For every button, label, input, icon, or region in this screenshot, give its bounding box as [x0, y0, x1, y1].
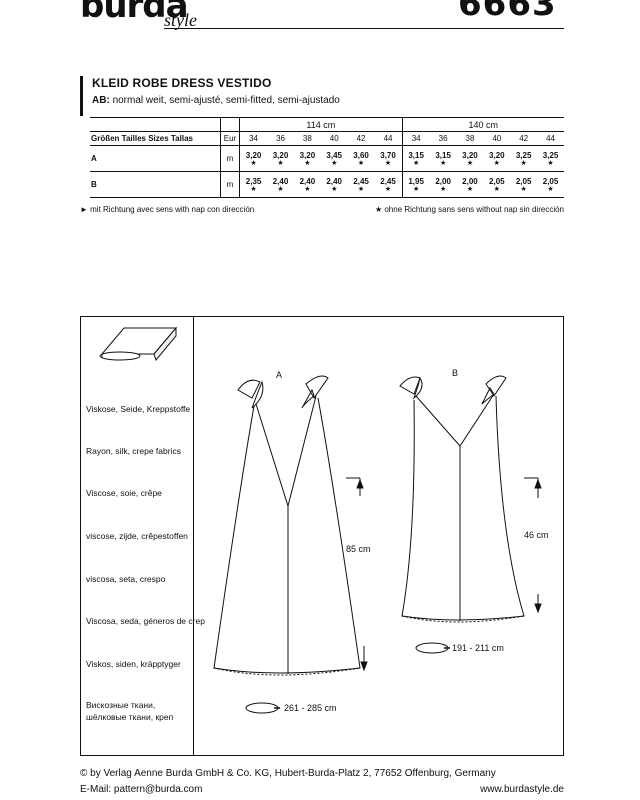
fabric-bolt-icon: [99, 326, 178, 362]
length-a: 85 cm: [346, 544, 371, 554]
header-rule: [164, 28, 564, 29]
website-link[interactable]: www.burdastyle.de: [480, 784, 564, 795]
fabric-column: [80, 316, 194, 756]
copyright-text: © by Verlag Aenne Burda GmbH & Co. KG, H…: [80, 768, 496, 779]
length-a-arrows: [346, 477, 368, 672]
pattern-number: 6663: [458, 0, 557, 24]
yardage-row-a: A m 3,20★ 3,20★ 3,20★ 3,45★ 3,60★ 3,70★ …: [90, 145, 564, 172]
brand-logo: burda: [80, 0, 189, 26]
drawing-frame: [80, 316, 564, 756]
dress-b-drawing: [399, 375, 525, 623]
size-header-row: Größen Tailles Sizes Tallas Eur 34 36 38…: [90, 131, 564, 146]
width-header-row: 114 cm 140 cm: [90, 117, 564, 132]
fit-label: AB:: [92, 95, 110, 106]
fabric-ru-1: Вискозные ткани,: [86, 700, 156, 710]
dress-a-drawing: [213, 375, 361, 676]
title-bar: [80, 76, 83, 116]
length-b-arrows: [524, 477, 542, 614]
fabric-ru-2: шёлковые ткани, креп: [86, 712, 174, 722]
legend-without-nap: ★ ohne Richtung sans sens without nap si…: [374, 205, 564, 214]
brand-subtitle: style: [164, 10, 197, 30]
fit-description: AB: normal weit, semi-ajusté, semi-fitte…: [92, 95, 340, 106]
fabric-sv: Viskos, siden, kräpptyger: [86, 659, 181, 669]
fabric-es: Viscosa, seda, géneros de crep: [86, 616, 205, 626]
hem-b-icon: [415, 642, 450, 654]
email-text: E-Mail: pattern@burda.com: [80, 784, 203, 795]
fabric-de: Viskose, Seide, Kreppstoffe: [86, 404, 191, 414]
hem-a: 261 - 285 cm: [284, 703, 337, 713]
view-a-label: A: [276, 370, 282, 380]
garment-title: KLEID ROBE DRESS VESTIDO: [92, 76, 272, 90]
fabric-en: Rayon, silk, crepe fabrics: [86, 446, 181, 456]
length-b: 46 cm: [524, 530, 549, 540]
fabric-nl: viscose, zijde, crêpestoffen: [86, 531, 188, 541]
size-label: Größen Tailles Sizes Tallas: [90, 131, 221, 146]
fit-text: normal weit, semi-ajusté, semi-fitted, s…: [112, 95, 340, 106]
legend-with-nap: ► mit Richtung avec sens with nap con di…: [80, 205, 255, 214]
width-140: 140 cm: [401, 117, 564, 132]
dress-technical-drawing: A 85 cm 261 - 285 cm B 46 cm 191 - 211 c…: [213, 368, 549, 714]
fabric-it: viscosa, seta, crespo: [86, 574, 166, 584]
hem-a-icon: [245, 702, 280, 714]
yardage-table: 114 cm 140 cm Größen Tailles Sizes Talla…: [90, 117, 564, 198]
yardage-row-b: B m 2,35★ 2,40★ 2,40★ 2,40★ 2,45★ 2,45★ …: [90, 171, 564, 198]
width-114: 114 cm: [239, 117, 403, 132]
hem-b: 191 - 211 cm: [452, 643, 504, 653]
size-unit: Eur: [220, 131, 240, 146]
fabric-fr: Viscose, soie, crêpe: [86, 488, 162, 498]
view-b-label: B: [452, 368, 458, 378]
